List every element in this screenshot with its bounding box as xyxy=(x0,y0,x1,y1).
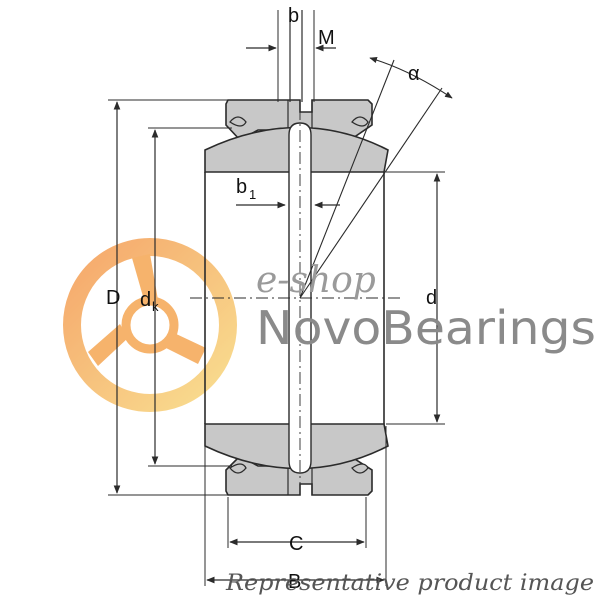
watermark-eshop: e-shop xyxy=(256,260,376,301)
seal-bottom-left xyxy=(229,463,247,474)
label-d: d xyxy=(426,287,437,309)
seal-top-right xyxy=(351,116,369,127)
label-dk-subscript: k xyxy=(152,299,159,314)
label-alpha: α xyxy=(408,63,420,85)
extension-lines xyxy=(108,10,445,586)
seal-top-left xyxy=(229,116,247,127)
watermark-brand: NovoBearings xyxy=(256,301,596,355)
label-dk: d xyxy=(140,289,151,311)
label-b1: b xyxy=(236,176,247,198)
dimension-M xyxy=(289,10,303,102)
seal-bottom-right xyxy=(351,463,369,474)
outer-ring-top xyxy=(225,99,373,142)
label-B: B xyxy=(288,571,301,593)
label-C: C xyxy=(289,533,303,555)
label-D: D xyxy=(106,287,120,309)
label-M: M xyxy=(318,27,335,49)
outer-ring-bottom xyxy=(225,455,373,496)
label-b1-subscript: 1 xyxy=(249,187,256,202)
tilt-angle-alpha xyxy=(299,57,453,299)
caption: Representative product image xyxy=(225,571,594,596)
label-b: b xyxy=(288,5,299,27)
